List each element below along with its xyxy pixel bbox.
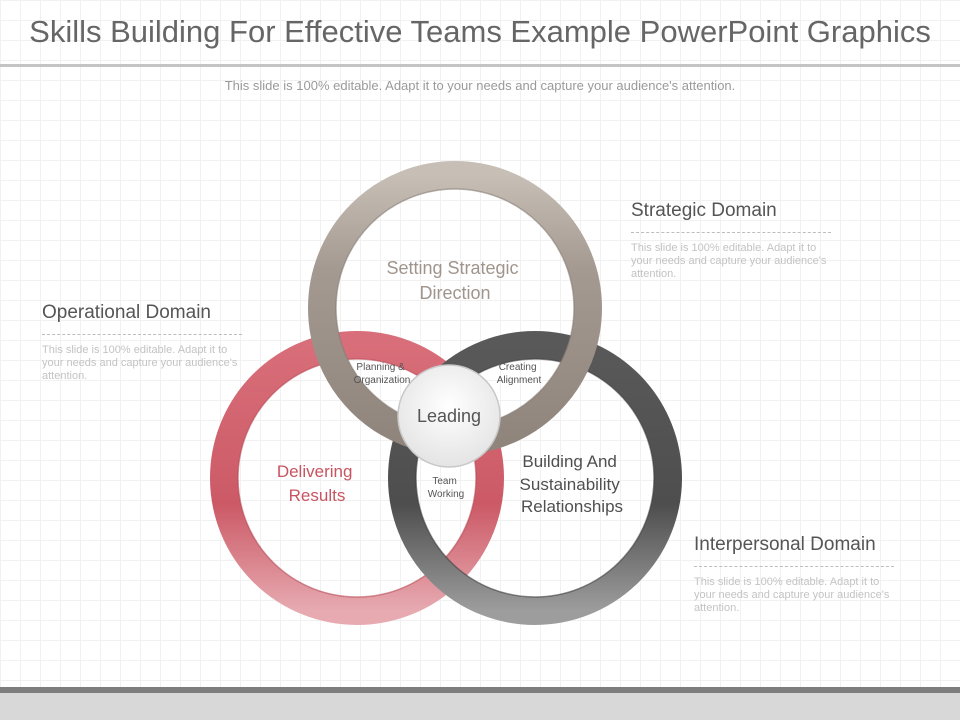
callout-interpersonal: Interpersonal Domain This slide is 100% …	[694, 534, 899, 615]
ring-delivering-results	[210, 331, 504, 625]
callout-operational-heading: Operational Domain	[42, 302, 211, 323]
callout-interpersonal-heading: Interpersonal Domain	[694, 534, 876, 555]
slide-title: Skills Building For Effective Teams Exam…	[29, 14, 931, 49]
callout-strategic-divider	[631, 232, 831, 233]
callout-interpersonal-body: This slide is 100% editable. Adapt it to…	[694, 576, 890, 614]
slide-subtitle: This slide is 100% editable. Adapt it to…	[224, 78, 736, 93]
left-circle-label: Delivering Results	[277, 462, 357, 505]
top-circle-label: Setting Strategic Direction	[386, 258, 523, 303]
footer-band	[0, 693, 960, 720]
callout-strategic: Strategic Domain This slide is 100% edit…	[631, 200, 836, 281]
overlap-label-team-working: Team Working	[428, 476, 465, 500]
right-circle-label: Building And Sustainability Relationship…	[520, 452, 625, 516]
overlap-label-alignment: Creating Alignment	[497, 362, 542, 386]
title-divider	[0, 64, 960, 67]
overlap-label-planning: Planning & Organization	[354, 362, 411, 386]
callout-strategic-body: This slide is 100% editable. Adapt it to…	[631, 242, 827, 280]
ring-building-relationships	[388, 331, 682, 625]
center-label: Leading	[417, 406, 481, 426]
callout-strategic-heading: Strategic Domain	[631, 200, 777, 221]
footer-bar	[0, 687, 960, 693]
callout-operational-body: This slide is 100% editable. Adapt it to…	[42, 344, 238, 382]
callout-operational-divider	[42, 334, 242, 335]
center-disk	[397, 364, 501, 468]
callout-interpersonal-divider	[694, 566, 894, 567]
callout-operational: Operational Domain This slide is 100% ed…	[42, 302, 247, 383]
